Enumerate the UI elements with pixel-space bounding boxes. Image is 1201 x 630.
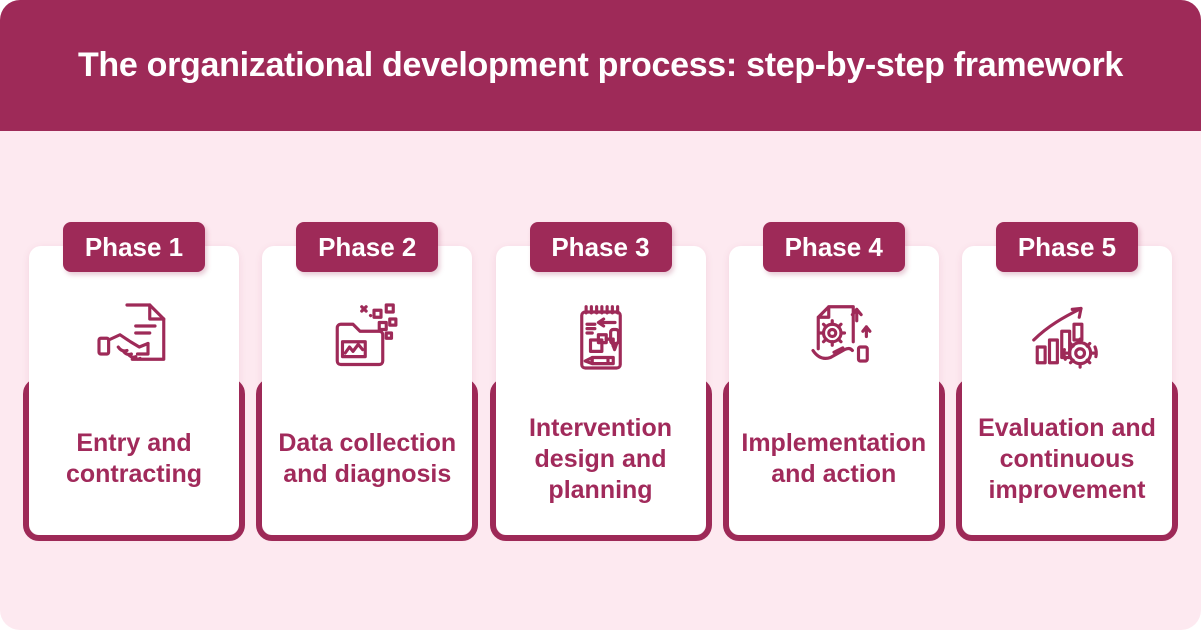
chart-growth-gear-icon — [1032, 306, 1098, 369]
phase-3-label: Intervention design and planning — [528, 413, 673, 504]
phase-card-2: Phase 2 Data collection and diagnosis — [256, 222, 479, 541]
phase-5-badge: Phase 5 — [996, 222, 1138, 272]
phase-3-badge: Phase 3 — [529, 222, 672, 272]
phase-card-row: Phase 1 Entry and contracting Phase 2 — [23, 222, 1178, 541]
phase-4-label: Implementation and action — [741, 429, 927, 488]
folder-data-icon — [335, 303, 398, 367]
document-gear-hand-icon — [811, 305, 872, 363]
phase-5-label: Evaluation and continuous improvement — [978, 413, 1156, 504]
phase-5-card-body — [962, 246, 1172, 535]
phase-card-3: Phase 3 Intervention design and planning — [489, 222, 712, 541]
phase-card-1: Phase 1 Entry and contracting — [23, 222, 245, 541]
phase-2-label: Data collection and diagnosis — [278, 429, 457, 488]
page-title: The organizational development process: … — [77, 46, 1124, 84]
phase-card-5: Phase 5 Evaluation and continuous improv… — [956, 222, 1178, 541]
phase-2-card-body — [262, 246, 473, 535]
phase-4-card-body — [728, 246, 939, 535]
notepad-planning-icon — [579, 305, 622, 370]
phase-1-card-body — [29, 246, 239, 535]
header-bar: The organizational development process: … — [0, 0, 1201, 131]
phase-1-label: Entry and contracting — [65, 429, 203, 488]
phase-4-badge: Phase 4 — [762, 222, 905, 272]
phase-2-badge: Phase 2 — [296, 222, 439, 272]
phase-1-badge: Phase 1 — [63, 222, 205, 272]
phase-3-card-body — [495, 246, 706, 535]
handshake-document-icon — [97, 303, 166, 361]
phase-card-4: Phase 4 Implementation and action — [722, 222, 945, 541]
